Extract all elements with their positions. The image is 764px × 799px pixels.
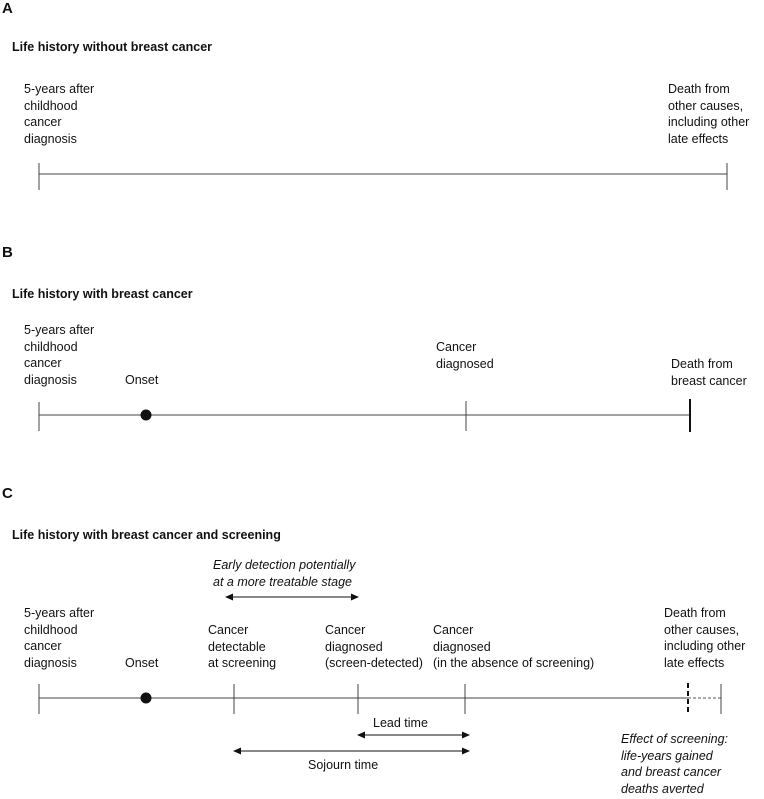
panel-b-letter: B [2,244,13,261]
sojourn-time-label: Sojourn time [308,758,379,772]
panel-c-end-label: Death from other causes, including other… [664,606,746,670]
early-detection-label: Early detection potentially at a more tr… [213,558,356,589]
effect-of-screening-label: Effect of screening: life-years gained a… [621,732,729,796]
panel-b-onset-label: Onset [125,373,159,387]
panel-c-onset-label: Onset [125,656,159,670]
panel-c-detectable-label: Cancer detectable at screening [208,623,277,670]
timeline-a [38,163,728,190]
panel-b-diagnosed-label: Cancer diagnosed [436,340,494,371]
panel-c-start-label: 5-years after childhood cancer diagnosis [24,606,95,670]
timeline-b [38,399,691,432]
timeline-b-onset-dot [140,409,152,421]
panel-b-start-label: 5-years after childhood cancer diagnosis [24,323,95,387]
panel-c-title: Life history with breast cancer and scre… [12,528,281,542]
panel-b-end-label: Death from breast cancer [671,357,747,388]
lead-time-label: Lead time [373,716,428,730]
panel-a-title: Life history without breast cancer [12,40,213,54]
panel-a-end-label: Death from other causes, including other… [668,82,750,146]
panel-a-letter: A [2,0,13,17]
panel-c-absence-label: Cancer diagnosed (in the absence of scre… [433,623,595,670]
panel-c-letter: C [2,485,13,502]
panel-a-start-label: 5-years after childhood cancer diagnosis [24,82,95,146]
timeline-c [38,593,722,755]
timeline-c-onset-dot [140,692,152,704]
panel-b-title: Life history with breast cancer [12,287,193,301]
panel-c-screen-detected-label: Cancer diagnosed (screen-detected) [325,623,423,670]
